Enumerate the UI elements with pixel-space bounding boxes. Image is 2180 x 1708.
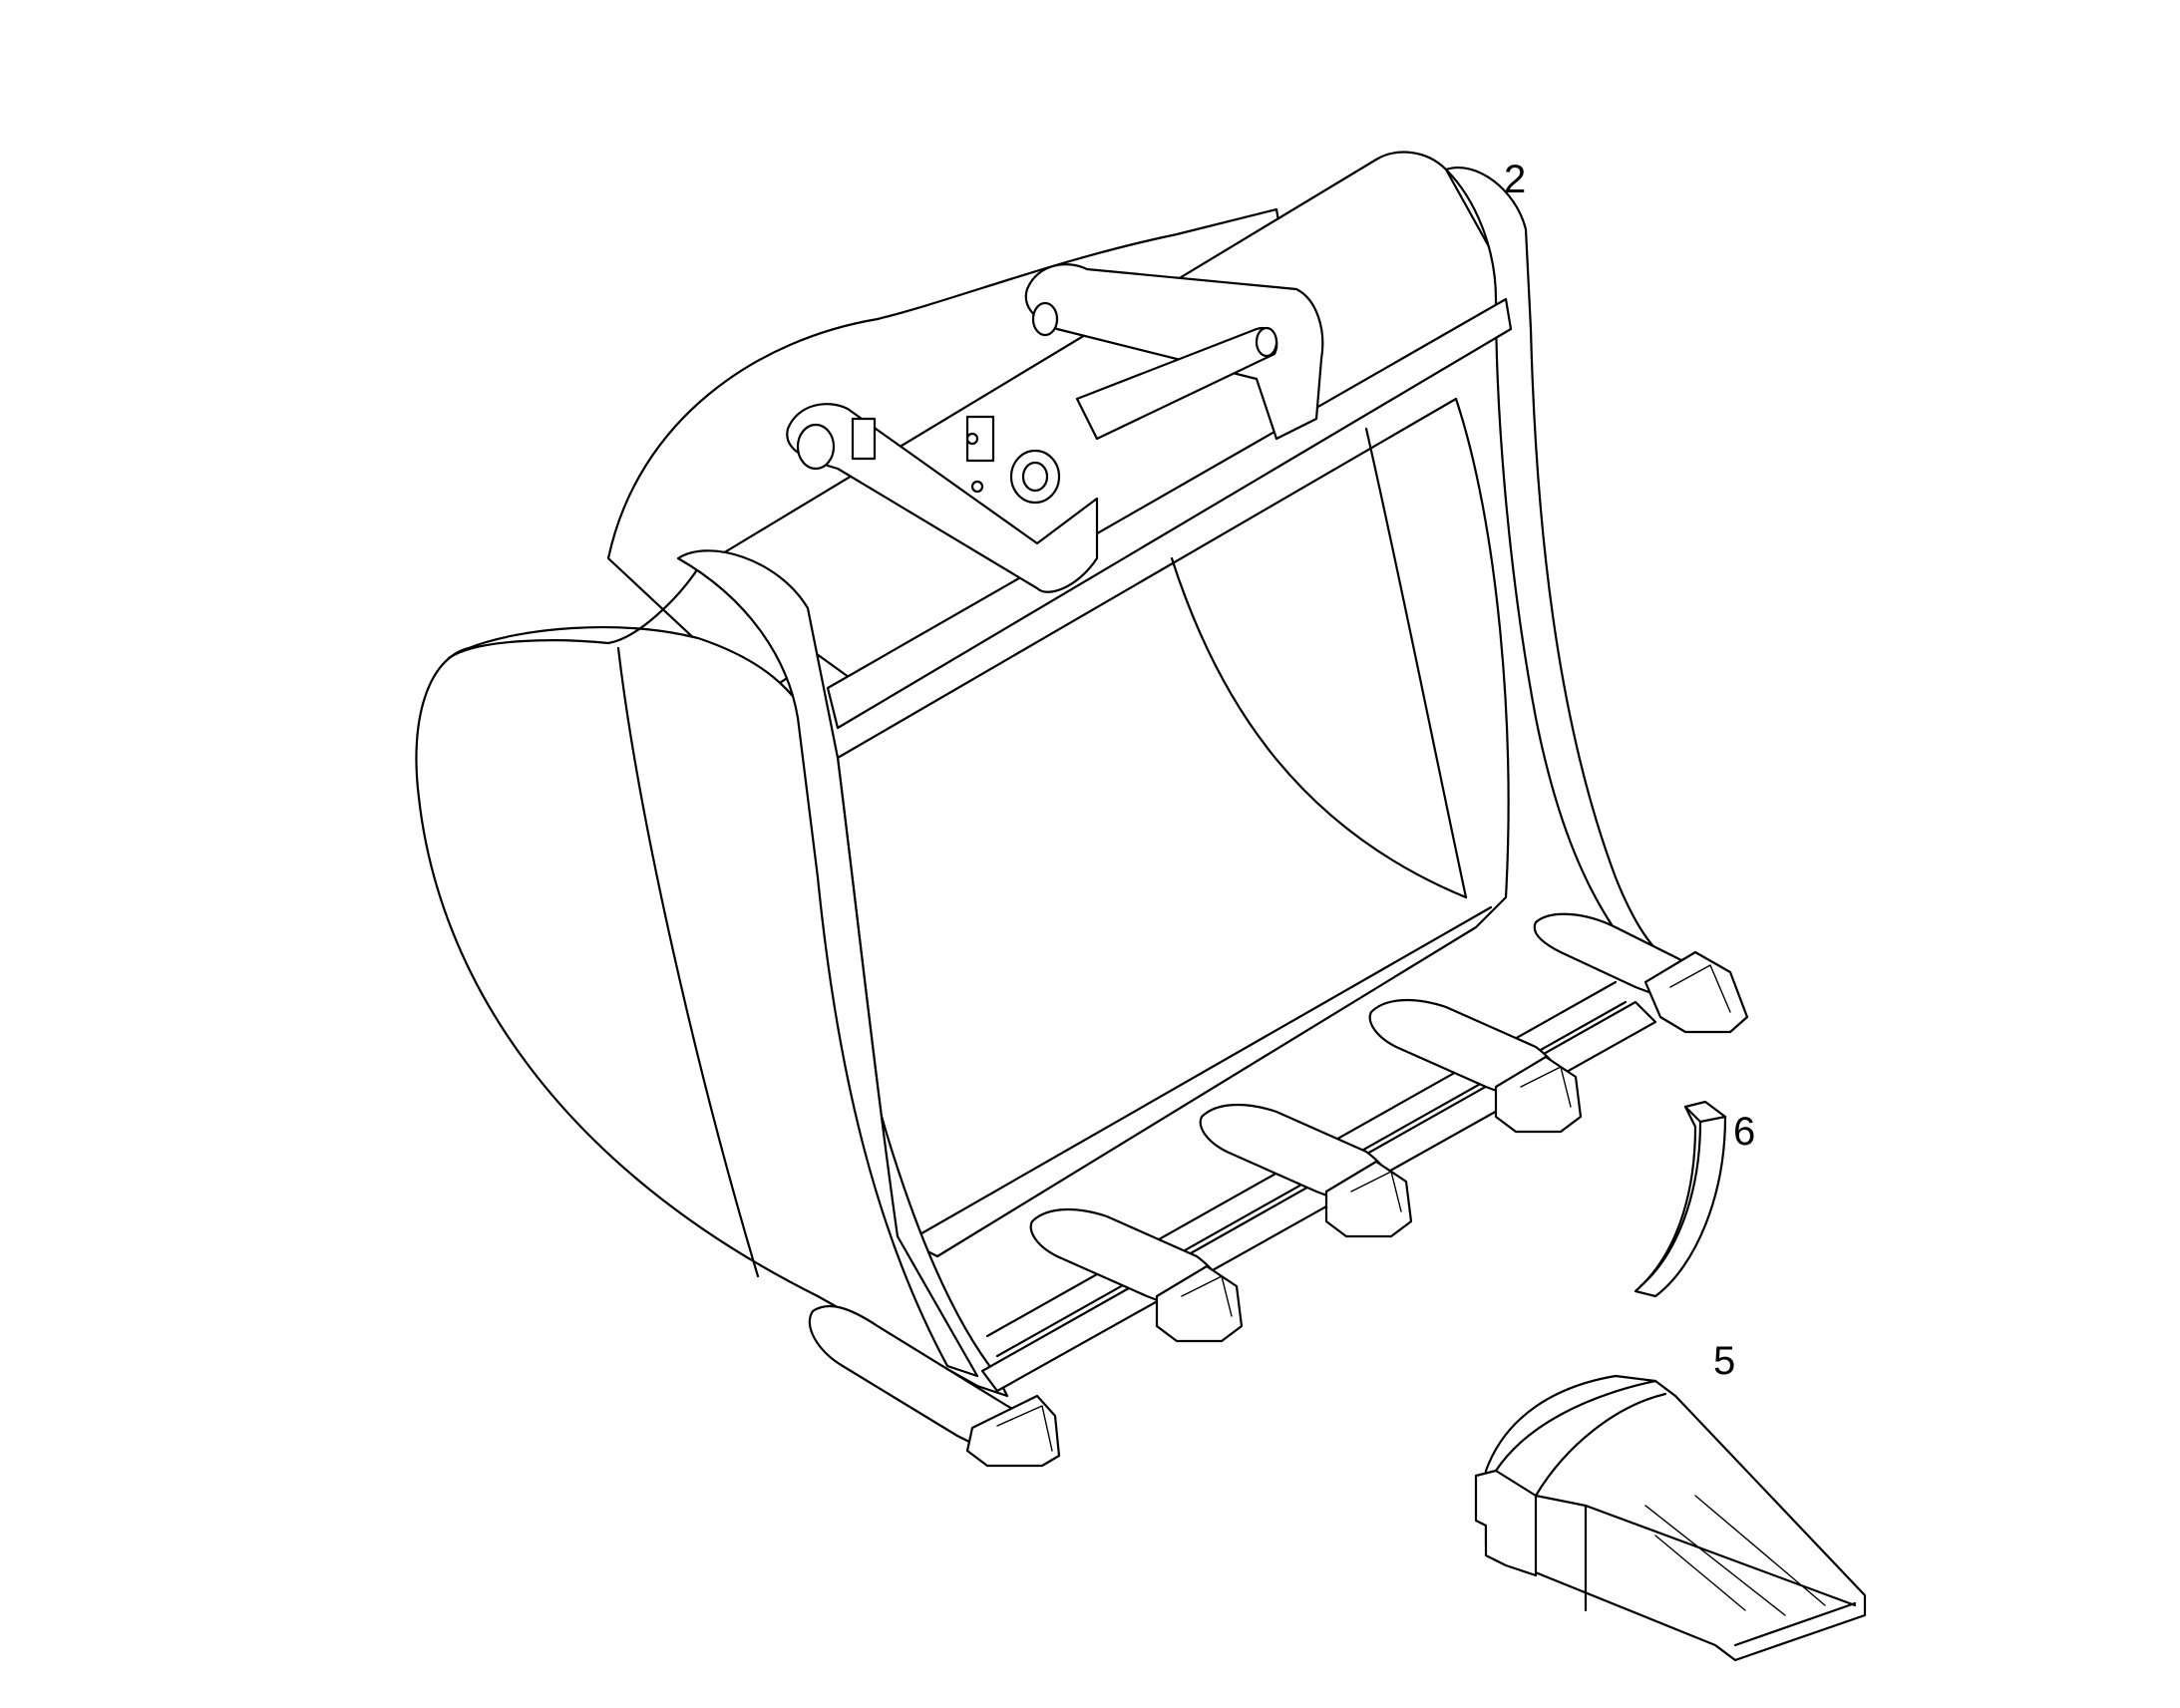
retainer-shape <box>1634 1100 1727 1298</box>
callout-retainer: 6 <box>1733 1110 1756 1154</box>
hitch-lock-block-1 <box>851 417 877 461</box>
bucket-interior-curve <box>1170 556 1468 899</box>
tooth-tip-part <box>1474 1374 1867 1662</box>
tooth-3 <box>1199 1104 1413 1238</box>
bucket-right-side-inner <box>1364 427 1468 899</box>
bucket-left-side-inner <box>616 646 760 1278</box>
tooth-2 <box>1029 1208 1244 1343</box>
hitch-bushing-inner <box>1021 461 1049 493</box>
tooth-4 <box>1368 999 1583 1134</box>
bucket-floor-line-1 <box>901 905 1493 1246</box>
hitch-hole-left <box>796 423 836 471</box>
tooth-tip-body <box>1484 1374 1867 1662</box>
hitch-bolt-1 <box>965 432 979 446</box>
bucket-left-side-plate <box>415 626 1009 1398</box>
retainer-part <box>1634 1100 1727 1298</box>
callout-bucket: 2 <box>1504 158 1527 201</box>
callout-tooth-tip: 5 <box>1713 1339 1736 1383</box>
bucket-assembly <box>415 151 1697 1398</box>
bucket-teeth <box>808 912 1749 1468</box>
bucket-left-rim <box>447 566 700 660</box>
hitch-hole-top <box>1031 301 1059 337</box>
tooth-tip-back <box>1474 1469 1538 1577</box>
bucket-left-front-edge <box>676 549 979 1378</box>
hitch-pin-end <box>1255 326 1278 358</box>
tooth-5 <box>1533 912 1749 1034</box>
tooth-1 <box>808 1304 1061 1468</box>
hitch-bolt-2 <box>970 480 984 494</box>
